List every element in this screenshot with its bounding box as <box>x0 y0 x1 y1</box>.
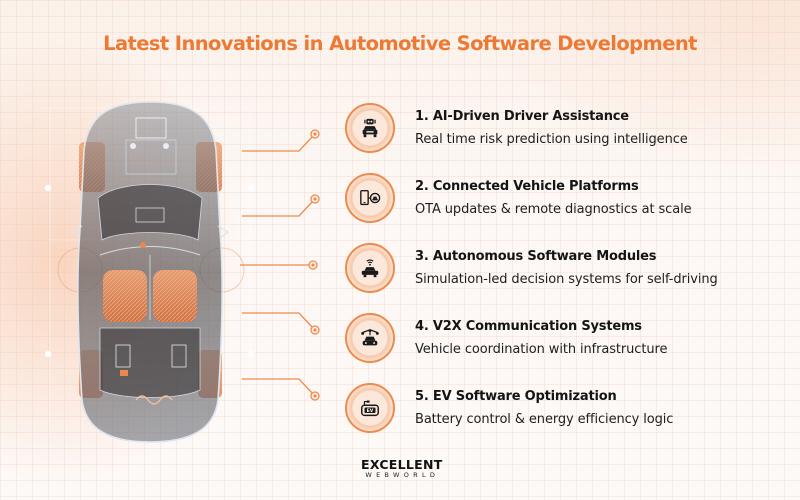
icon-badge: EV <box>345 383 395 433</box>
svg-text:EV: EV <box>367 408 374 414</box>
item-description: Battery control & energy efficiency logi… <box>415 411 674 427</box>
icon-badge <box>345 313 395 363</box>
page-title: Latest Innovations in Automotive Softwar… <box>103 32 697 55</box>
item-description: Vehicle coordination with infrastructure <box>415 341 668 357</box>
icon-badge <box>345 173 395 223</box>
robot-car-icon <box>362 118 378 138</box>
ev-charging-icon: EV <box>361 400 379 417</box>
vehicle-network-icon <box>361 329 379 346</box>
connector-line-1 <box>242 135 314 152</box>
item-title: 5. EV Software Optimization <box>415 388 617 404</box>
innovation-item-1: 1. AI-Driven Driver Assistance Real time… <box>345 95 800 161</box>
connector-line-5 <box>242 378 314 395</box>
brand-logo: EXCELLENT WEBWORLD <box>361 458 443 480</box>
item-title: 1. AI-Driven Driver Assistance <box>415 108 629 124</box>
logo-line-2: WEBWORLD <box>365 471 440 479</box>
connector-line-4 <box>242 312 314 329</box>
item-description: Simulation-led decision systems for self… <box>415 271 718 287</box>
connector-line-2 <box>242 200 314 217</box>
item-title: 4. V2X Communication Systems <box>415 318 642 334</box>
item-description: Real time risk prediction using intellig… <box>415 131 688 147</box>
icon-badge <box>345 103 395 153</box>
icon-badge <box>345 243 395 293</box>
connector-lines <box>240 129 320 401</box>
car-xray-illustration-icon <box>40 101 260 443</box>
innovation-item-3: 3. Autonomous Software Modules Simulatio… <box>345 235 800 301</box>
innovation-item-5: EV 5. EV Software Optimization Battery c… <box>345 375 800 441</box>
item-title: 2. Connected Vehicle Platforms <box>415 178 639 194</box>
innovation-item-4: 4. V2X Communication Systems Vehicle coo… <box>345 305 800 371</box>
item-title: 3. Autonomous Software Modules <box>415 248 657 264</box>
logo-line-1: EXCELLENT <box>361 457 443 472</box>
item-description: OTA updates & remote diagnostics at scal… <box>415 201 692 217</box>
car-illustration <box>0 80 340 480</box>
wireless-car-icon <box>361 259 379 278</box>
innovation-item-2: 2. Connected Vehicle Platforms OTA updat… <box>345 165 800 231</box>
phone-car-connection-icon <box>360 189 381 206</box>
